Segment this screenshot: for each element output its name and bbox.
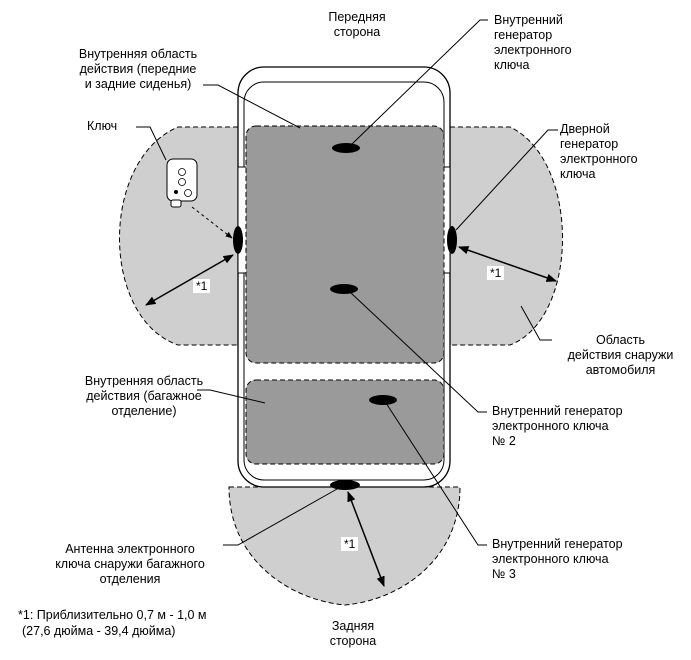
inner-oscillator-3 xyxy=(369,395,397,405)
inner-oscillator-3-label: Внутренний генератор электронного ключа … xyxy=(492,537,623,581)
footnote-line-1: *1: Приблизительно 0,7 м - 1,0 м xyxy=(18,608,207,622)
trunk-antenna xyxy=(330,480,360,490)
door-oscillator-left xyxy=(233,226,243,254)
inner-oscillator-2 xyxy=(330,284,358,294)
inner-area-seats-label: Внутренняя область действия (передние и … xyxy=(78,47,198,91)
inner-oscillator-front xyxy=(332,143,360,153)
door-oscillator-right xyxy=(447,226,457,254)
door-oscillator-label: Дверной генератор электронного ключа xyxy=(560,122,638,181)
inner-oscillator-label: Внутренний генератор электронного ключа xyxy=(494,13,572,72)
inner-area-trunk-label: Внутренняя область действия (багажное от… xyxy=(84,374,204,418)
inner-zone-trunk xyxy=(245,379,445,465)
range-marker-left: *1 xyxy=(193,279,211,293)
inner-oscillator-2-label: Внутренний генератор электронного ключа … xyxy=(492,404,623,448)
rear-side-label: Задняя сторона xyxy=(329,619,377,648)
key-signal-line xyxy=(191,206,233,239)
trunk-antenna-label: Антенна электронного ключа снаружи багаж… xyxy=(55,542,205,586)
front-side-label: Передняя сторона xyxy=(328,10,386,39)
key-label: Ключ xyxy=(87,119,118,133)
range-marker-rear: *1 xyxy=(341,537,359,551)
inner-zone-seats xyxy=(245,125,445,364)
range-arrow-right xyxy=(458,246,557,282)
range-marker-right: *1 xyxy=(487,266,505,280)
key-fob-icon xyxy=(166,158,198,208)
leader-lines xyxy=(136,19,558,546)
outside-zone-right xyxy=(449,126,563,346)
footnote-line-2: (27,6 дюйма - 39,4 дюйма) xyxy=(22,624,176,638)
range-arrow-left xyxy=(145,254,234,306)
outside-area-label: Область действия снаружи автомобиля xyxy=(567,333,674,377)
range-arrow-rear xyxy=(347,491,385,587)
